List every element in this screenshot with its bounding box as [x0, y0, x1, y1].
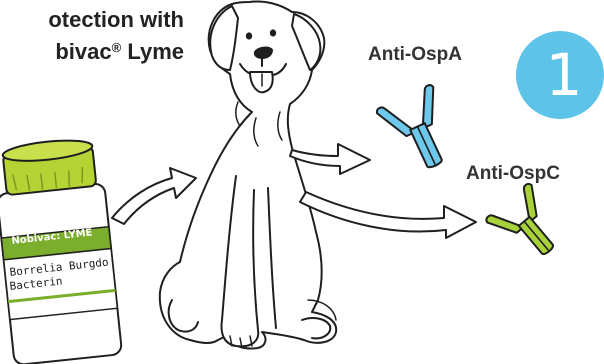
anti-ospc-label: Anti-OspC [466, 163, 560, 185]
curved-arrow-icon [290, 144, 370, 174]
antibody-c-icon [485, 182, 572, 270]
curved-arrow-icon [300, 192, 476, 238]
antibody-a-icon [375, 84, 463, 179]
curved-arrow-icon [112, 168, 196, 224]
anti-ospa-label: Anti-OspA [368, 44, 462, 66]
step-number: 1 [516, 31, 604, 119]
step-badge: 1 [516, 31, 604, 119]
vaccine-vial-icon [0, 136, 122, 364]
